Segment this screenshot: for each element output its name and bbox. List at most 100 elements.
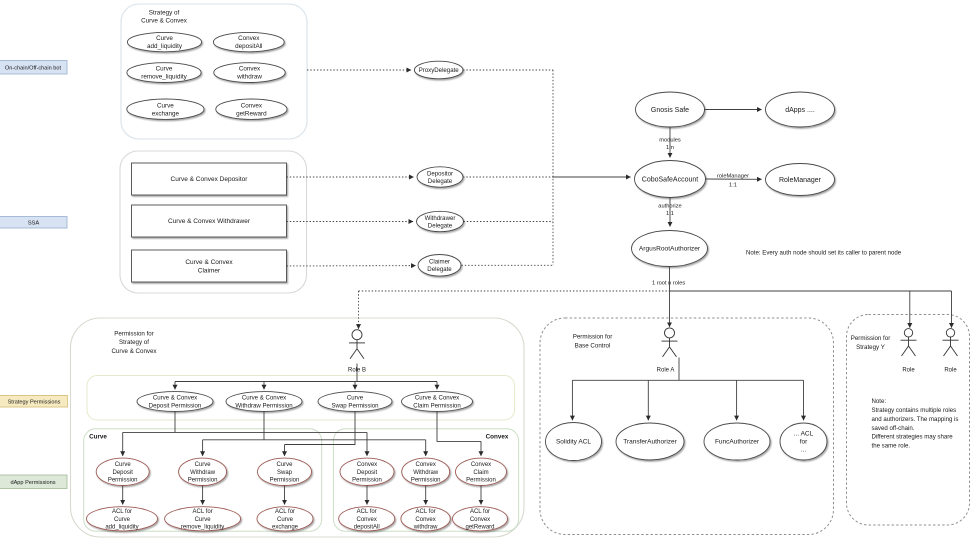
svg-text:On-chain/Off-chain bot: On-chain/Off-chain bot [5,65,62,71]
svg-text:Convex: Convex [241,102,263,109]
svg-text:Curve: Curve [156,66,173,73]
svg-text:Deposit: Deposit [113,470,134,476]
svg-text:Deposit Permission: Deposit Permission [149,402,202,409]
svg-text:withdraw: withdraw [413,525,438,531]
svg-text:Role: Role [902,368,915,374]
svg-text:Note: Every auth node should s: Note: Every auth node should set its cal… [746,250,902,257]
svg-text:Withdrawer: Withdrawer [425,215,456,222]
svg-text:Curve: Curve [156,35,173,42]
svg-text:Permission for: Permission for [573,334,613,341]
svg-text:Swap Permission: Swap Permission [331,402,378,409]
svg-text:Permission for: Permission for [851,335,891,342]
svg-text:Permission for: Permission for [114,330,154,337]
svg-text:ACL for: ACL for [275,509,295,515]
svg-text:remove_liquidity: remove_liquidity [141,74,187,81]
svg-text:Permission: Permission [352,478,382,484]
svg-text:Delegate: Delegate [427,266,452,273]
svg-text:Strategy contains multiple rol: Strategy contains multiple roles [872,407,957,414]
svg-text:Curve: Curve [115,462,132,468]
svg-text:Permission: Permission [270,478,300,484]
svg-text:Delegate: Delegate [428,222,453,229]
svg-text:Convex: Convex [239,66,261,73]
svg-text:Note:: Note: [872,398,887,405]
svg-text:Role: Role [944,368,957,374]
svg-text:Curve: Curve [277,517,294,523]
svg-text:Curve & Convex: Curve & Convex [153,395,197,402]
svg-text:add_liquidity: add_liquidity [105,525,138,531]
svg-text:SSA: SSA [28,220,40,226]
svg-text:Convex: Convex [238,35,260,42]
svg-text:Convex: Convex [470,517,490,523]
svg-text:Delegate: Delegate [428,178,453,185]
svg-text:Curve & Convex: Curve & Convex [141,18,188,25]
svg-text:Convex: Convex [357,517,377,523]
svg-text:Curve: Curve [276,462,293,468]
svg-text:getReward: getReward [236,110,267,117]
svg-text:roleManager: roleManager [717,173,749,179]
svg-text:Curve: Curve [195,517,212,523]
svg-text:Convex: Convex [357,462,377,468]
svg-text:TransferAuthorizer: TransferAuthorizer [623,439,677,446]
svg-text:dApp Permissions: dApp Permissions [10,480,55,486]
svg-text:Claimer: Claimer [429,259,450,266]
svg-text:Strategy Y: Strategy Y [856,344,885,351]
svg-text:Permission: Permission [188,478,218,484]
svg-text:Curve: Curve [114,517,131,523]
svg-text:remove_liquidity: remove_liquidity [181,525,224,531]
svg-text:and authorizers. The mapping i: and authorizers. The mapping is [872,416,959,423]
svg-text:Curve & Convex Depositor: Curve & Convex Depositor [171,176,249,183]
svg-text:Curve & Convex: Curve & Convex [111,348,157,355]
svg-text:Claimer: Claimer [198,267,221,274]
svg-text:depositAll: depositAll [354,525,380,531]
svg-text:Strategy of: Strategy of [119,339,149,346]
svg-text:Convex: Convex [415,517,435,523]
svg-text:modules: modules [659,137,681,143]
svg-text:RoleManager: RoleManager [779,177,822,184]
svg-text:... ACL: ... ACL [794,431,814,438]
svg-text:withdraw: withdraw [236,74,262,81]
svg-text:ACL for: ACL for [357,509,377,515]
svg-text:Curve: Curve [347,395,364,402]
svg-text:Deposit: Deposit [357,470,378,476]
svg-text:Depositor: Depositor [427,170,453,177]
svg-text:Curve & Convex Withdrawer: Curve & Convex Withdrawer [168,218,251,225]
svg-text:add_liquidity: add_liquidity [147,43,183,50]
svg-text:ACL for: ACL for [470,509,490,515]
svg-text:ProxyDelegate: ProxyDelegate [419,67,460,74]
svg-text:saved off-chain.: saved off-chain. [872,425,915,432]
svg-text:ACL for: ACL for [112,509,132,515]
svg-text:depositAll: depositAll [235,43,262,50]
svg-text:Permission: Permission [108,478,138,484]
svg-text:ACL for: ACL for [193,509,213,515]
svg-text:Different strategies may share: Different strategies may share [872,434,954,441]
svg-text:Claim: Claim [473,470,488,476]
svg-text:for: for [800,439,808,446]
svg-text:1:1: 1:1 [666,211,674,217]
svg-text:Swap: Swap [277,470,293,476]
svg-text:1 root n roles: 1 root n roles [652,280,685,286]
svg-text:...: ... [801,447,807,454]
svg-text:Withdraw Permission: Withdraw Permission [235,402,292,409]
svg-text:Curve: Curve [195,462,212,468]
svg-text:Strategy Permissions: Strategy Permissions [8,399,61,405]
svg-text:Convex: Convex [471,462,491,468]
svg-text:Claim Permission: Claim Permission [413,402,460,409]
svg-text:Withdraw: Withdraw [413,470,439,476]
svg-text:ArgusRootAuthorizer: ArgusRootAuthorizer [639,246,701,253]
svg-text:Curve & Convex: Curve & Convex [185,259,233,266]
svg-text:1:n: 1:n [666,145,674,151]
svg-text:getReward: getReward [465,525,494,531]
svg-text:dApps ....: dApps .... [785,107,815,114]
svg-text:exchange: exchange [272,525,299,531]
svg-text:Curve: Curve [157,102,174,109]
svg-text:exchange: exchange [152,110,180,117]
svg-text:Permission: Permission [411,478,441,484]
svg-text:Base Control: Base Control [575,343,611,350]
svg-text:FuncAuthorizer: FuncAuthorizer [715,439,760,446]
svg-text:Withdraw: Withdraw [190,470,216,476]
svg-text:Curve & Convex: Curve & Convex [415,395,459,402]
svg-text:Curve & Convex: Curve & Convex [242,395,286,402]
svg-text:1:1: 1:1 [729,182,737,188]
svg-text:Curve: Curve [89,434,107,441]
svg-text:Permission: Permission [466,478,496,484]
